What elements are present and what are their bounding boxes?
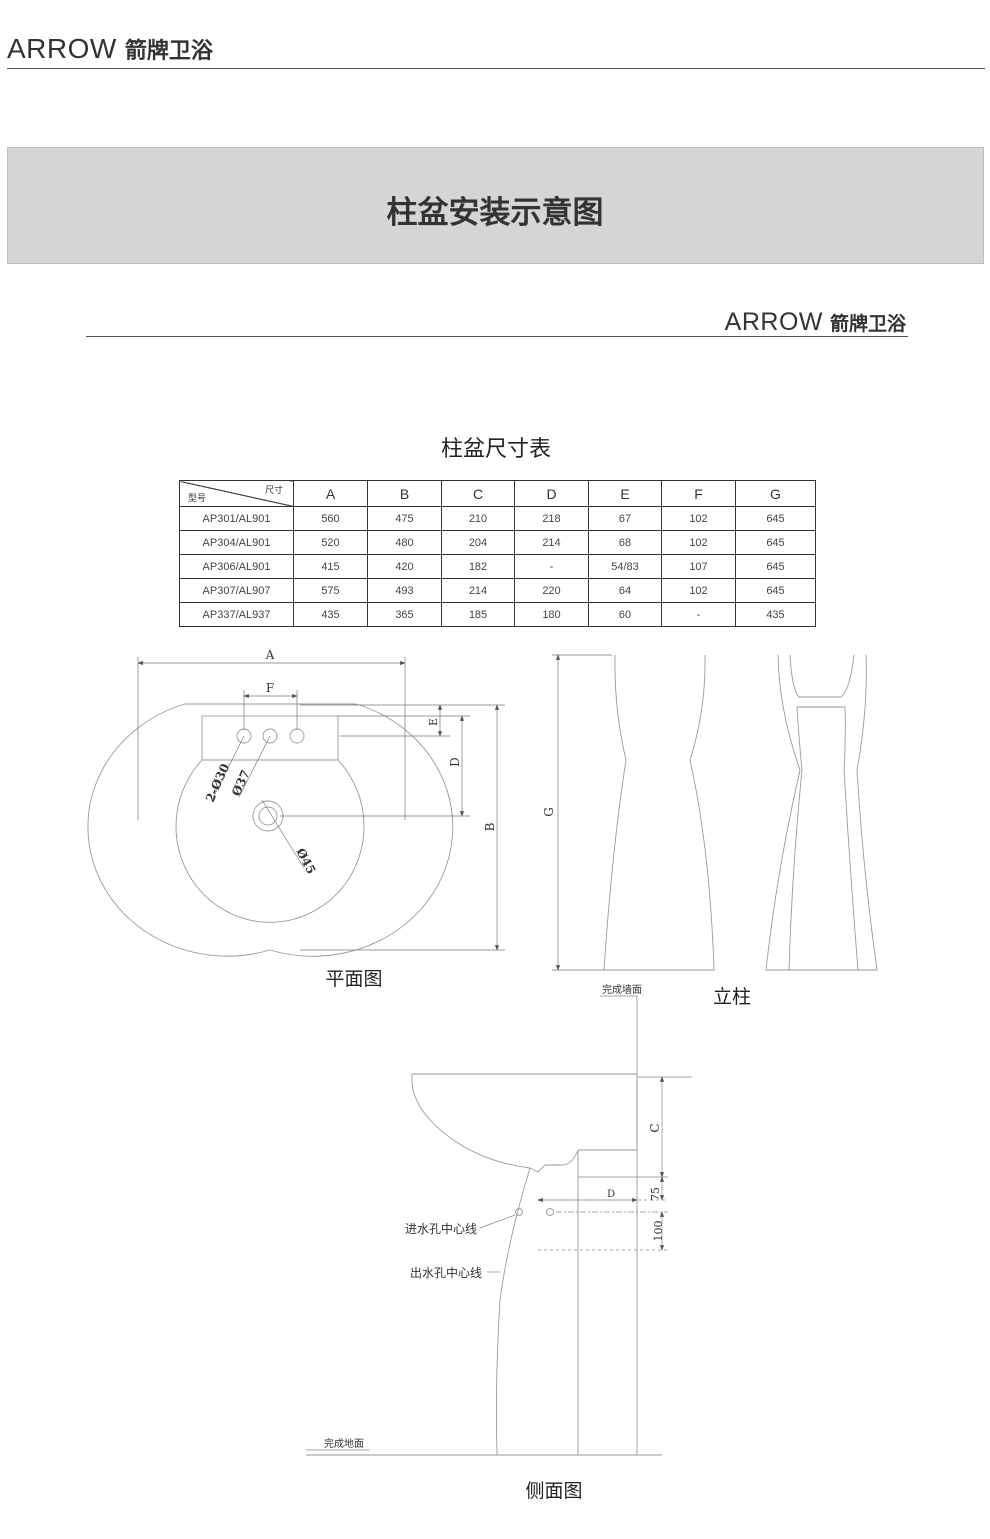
pedestal-front bbox=[603, 654, 715, 971]
value-cell: 365 bbox=[367, 602, 442, 627]
value-cell: 218 bbox=[514, 506, 589, 531]
value-cell: 214 bbox=[514, 530, 589, 555]
column-header: B bbox=[367, 480, 442, 507]
value-cell: 475 bbox=[367, 506, 442, 531]
basin-outline bbox=[87, 703, 454, 957]
brand-name-en: ARROW bbox=[724, 308, 823, 336]
dim-g-label: G bbox=[542, 807, 556, 817]
value-cell: 220 bbox=[514, 578, 589, 603]
basin-bowl bbox=[175, 759, 365, 923]
basin-side-profile bbox=[411, 1073, 638, 1173]
side-dimensions bbox=[306, 995, 692, 1451]
dim-e-label: E bbox=[427, 718, 440, 726]
table-row: AP301/AL901 560 475 210 218 67 102 645 bbox=[179, 506, 816, 531]
brand-name-en: ARROW bbox=[7, 33, 117, 64]
pedestal-view bbox=[552, 654, 878, 971]
inlet-marker bbox=[515, 1208, 523, 1216]
dim-f-label: F bbox=[266, 681, 274, 695]
pedestal-side-profile bbox=[495, 1150, 579, 1456]
outlet-marker bbox=[546, 1208, 554, 1216]
section-divider bbox=[86, 336, 908, 337]
value-cell: 210 bbox=[441, 506, 515, 531]
brand-name-cn: 箭牌卫浴 bbox=[829, 313, 906, 335]
model-cell: AP304/AL901 bbox=[179, 530, 294, 555]
value-cell: 185 bbox=[441, 602, 515, 627]
side-view-label: 侧面图 bbox=[525, 1480, 582, 1502]
dim-75-label: 75 bbox=[649, 1187, 662, 1201]
model-cell: AP337/AL937 bbox=[179, 602, 294, 627]
value-cell: 645 bbox=[735, 554, 816, 579]
dim-b-label: B bbox=[483, 822, 497, 831]
brand-name-cn: 箭牌卫浴 bbox=[124, 39, 213, 64]
table-row: AP337/AL937 435 365 185 180 60 - 435 bbox=[179, 602, 816, 627]
pedestal-side-outer bbox=[765, 654, 878, 971]
dim-d-side-label: D bbox=[607, 1189, 615, 1200]
inlet-label: 进水孔中心线 bbox=[405, 1221, 477, 1236]
hole-side-label: 2-Ø30 bbox=[203, 762, 232, 805]
value-cell: 67 bbox=[588, 506, 662, 531]
column-header: D bbox=[514, 480, 589, 507]
value-cell: 182 bbox=[441, 554, 515, 579]
dimension-table: 尺寸 型号 A B C D E F G AP301/AL901 560 475 … bbox=[179, 480, 816, 627]
corner-label-model: 型号 bbox=[188, 493, 207, 503]
dim-d-label: D bbox=[448, 757, 462, 767]
value-cell: 60 bbox=[588, 602, 662, 627]
tap-deck bbox=[201, 715, 339, 761]
value-cell: 560 bbox=[293, 506, 368, 531]
corner-label-size: 尺寸 bbox=[264, 485, 283, 495]
column-header: C bbox=[441, 480, 515, 507]
column-header: G bbox=[735, 480, 816, 507]
value-cell: 645 bbox=[735, 506, 816, 531]
plan-view bbox=[87, 703, 454, 957]
value-cell: 575 bbox=[293, 578, 368, 603]
brand-logo-section: ARROW 箭牌卫浴 bbox=[725, 308, 906, 337]
plan-view-label: 平面图 bbox=[325, 968, 382, 990]
pedestal-view-label: 立柱 bbox=[713, 986, 751, 1008]
floor-label: 完成地面 bbox=[324, 1437, 364, 1450]
table-title: 柱盆尺寸表 bbox=[440, 437, 551, 462]
outlet-label: 出水孔中心线 bbox=[410, 1265, 482, 1280]
pedestal-side-inner-top bbox=[789, 654, 855, 698]
model-cell: AP306/AL901 bbox=[179, 554, 294, 579]
value-cell: - bbox=[661, 602, 736, 627]
value-cell: 107 bbox=[661, 554, 736, 579]
drain-inner bbox=[258, 806, 278, 826]
table-corner-cell: 尺寸 型号 bbox=[179, 480, 294, 507]
wall-label: 完成墙面 bbox=[602, 983, 642, 996]
dim-c-label: C bbox=[648, 1123, 662, 1132]
value-cell: 435 bbox=[293, 602, 368, 627]
brand-logo-top: ARROW 箭牌卫浴 bbox=[7, 33, 213, 65]
plan-dimensions bbox=[137, 657, 505, 951]
dim-a-label: A bbox=[265, 648, 275, 662]
table-header-row: 尺寸 型号 A B C D E F G bbox=[179, 480, 816, 507]
tap-hole-center bbox=[262, 728, 278, 744]
pedestal-side-inner bbox=[788, 706, 859, 971]
page-title: 柱盆安装示意图 bbox=[386, 195, 604, 231]
side-view bbox=[306, 996, 662, 1456]
hole-mid-label: Ø37 bbox=[229, 768, 253, 799]
table-row: AP306/AL901 415 420 182 - 54/83 107 645 bbox=[179, 554, 816, 579]
drain-label: Ø45 bbox=[293, 846, 318, 877]
tap-hole-right bbox=[289, 728, 305, 744]
value-cell: 435 bbox=[735, 602, 816, 627]
dim-100-label: 100 bbox=[652, 1221, 665, 1242]
header-divider bbox=[7, 68, 985, 69]
title-banner bbox=[7, 147, 984, 264]
